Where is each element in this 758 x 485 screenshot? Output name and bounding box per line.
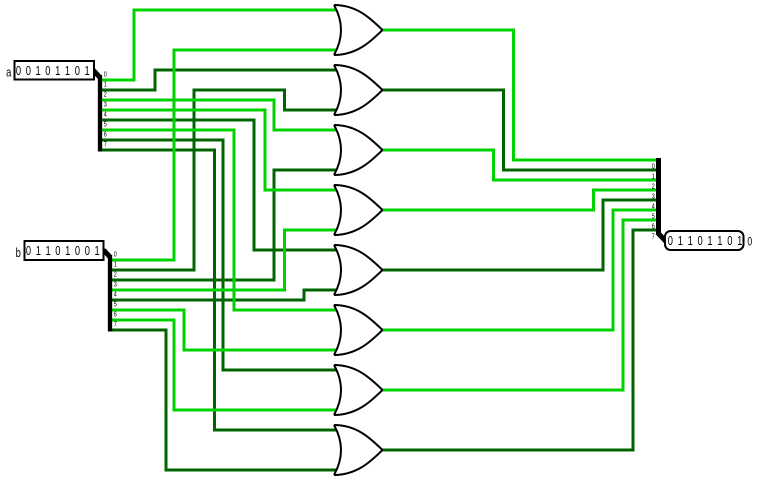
svg-text:2: 2: [104, 91, 107, 99]
svg-text:1: 1: [678, 235, 683, 249]
svg-text:0: 0: [26, 245, 31, 259]
svg-text:1: 1: [45, 245, 50, 259]
svg-text:5: 5: [114, 301, 117, 309]
svg-text:4: 4: [104, 111, 107, 119]
svg-text:1: 1: [65, 65, 70, 79]
svg-text:1: 1: [737, 235, 742, 249]
svg-text:1: 1: [35, 65, 40, 79]
svg-text:5: 5: [104, 121, 107, 129]
svg-text:0: 0: [45, 65, 50, 79]
svg-text:1: 1: [104, 81, 107, 89]
svg-text:0: 0: [75, 65, 80, 79]
svg-text:3: 3: [652, 193, 655, 201]
svg-text:1: 1: [94, 245, 99, 259]
svg-text:7: 7: [114, 321, 117, 329]
svg-text:0: 0: [75, 245, 80, 259]
svg-text:1: 1: [36, 245, 41, 259]
svg-text:0: 0: [26, 65, 31, 79]
svg-text:1: 1: [652, 173, 655, 181]
svg-text:1: 1: [717, 235, 722, 249]
svg-text:4: 4: [652, 203, 655, 211]
svg-text:6: 6: [114, 311, 117, 319]
svg-text:7: 7: [104, 141, 107, 149]
svg-text:4: 4: [114, 291, 117, 299]
svg-text:6: 6: [652, 223, 655, 231]
svg-text:7: 7: [652, 233, 655, 241]
svg-text:0: 0: [55, 245, 60, 259]
svg-text:0: 0: [697, 235, 702, 249]
svg-text:0: 0: [652, 163, 655, 171]
svg-text:1: 1: [55, 65, 60, 79]
svg-text:0: 0: [747, 237, 752, 250]
svg-text:2: 2: [652, 183, 655, 191]
svg-text:1: 1: [84, 65, 89, 79]
svg-text:0: 0: [104, 71, 107, 79]
svg-text:1: 1: [65, 245, 70, 259]
svg-text:a: a: [6, 66, 12, 80]
svg-text:1: 1: [707, 235, 712, 249]
svg-text:0: 0: [114, 251, 117, 259]
svg-text:0: 0: [668, 235, 673, 249]
svg-text:3: 3: [114, 281, 117, 289]
svg-text:0: 0: [85, 245, 90, 259]
svg-text:b: b: [16, 247, 21, 261]
svg-text:1: 1: [688, 235, 693, 249]
svg-text:6: 6: [104, 131, 107, 139]
svg-text:2: 2: [114, 271, 117, 279]
svg-text:5: 5: [652, 213, 655, 221]
svg-text:3: 3: [104, 101, 107, 109]
svg-text:0: 0: [727, 235, 732, 249]
svg-text:1: 1: [114, 261, 117, 269]
svg-text:0: 0: [16, 65, 21, 79]
